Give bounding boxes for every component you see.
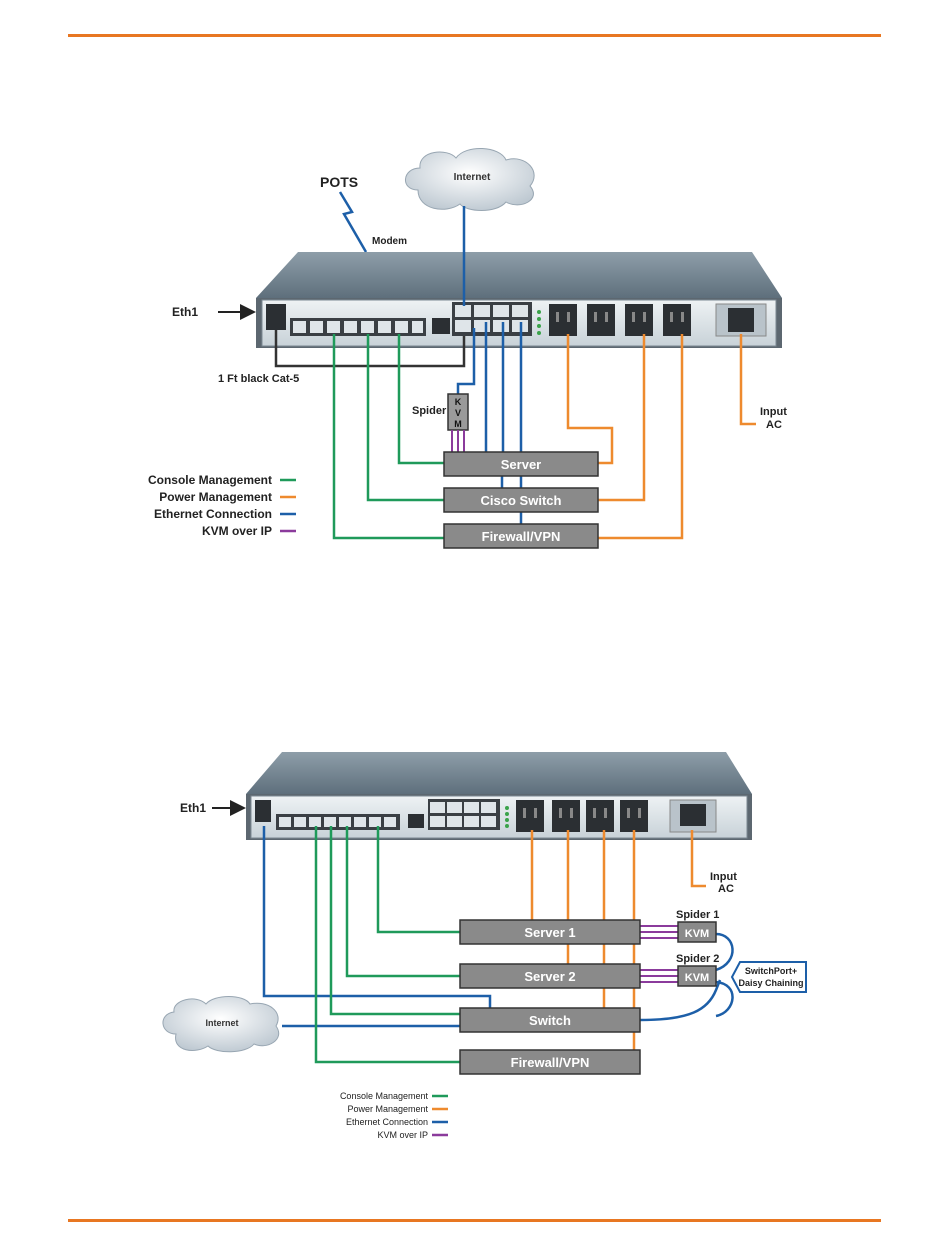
device-label-cisco-switch: Cisco Switch <box>481 493 562 508</box>
device-label-firewall-vpn-2: Firewall/VPN <box>511 1055 590 1070</box>
console-server-chassis-2 <box>246 752 752 840</box>
power-outlets <box>549 304 691 336</box>
device-server: Server <box>443 451 599 477</box>
console-line-firewall <box>314 826 460 1064</box>
legend-1-power: Power Management <box>159 490 272 504</box>
device-label-server: Server <box>501 457 541 472</box>
console-line-server <box>397 334 446 465</box>
pots-label: POTS <box>320 174 358 190</box>
spider-label: Spider <box>412 405 447 417</box>
input-ac-label-line1: Input <box>760 406 787 418</box>
eth1-label-2: Eth1 <box>180 801 206 815</box>
power-inlet-2 <box>680 804 706 826</box>
legend-1: Console Management Power Management Ethe… <box>148 473 296 538</box>
legend-2: Console Management Power Management Ethe… <box>340 1091 448 1140</box>
kvm1-label: KVM <box>685 928 709 940</box>
daisy-chain-callout: SwitchPort+ Daisy Chaining <box>730 961 807 993</box>
input-ac-2-line1: Input <box>710 871 737 883</box>
device-label-server-1: Server 1 <box>524 925 575 940</box>
legend-1-kvm: KVM over IP <box>202 524 272 538</box>
legend-2-ethernet: Ethernet Connection <box>346 1117 428 1127</box>
console-server-chassis-1 <box>256 252 782 348</box>
diagram-2: Eth1 Internet Input AC <box>162 752 807 1140</box>
power-line-server <box>566 334 614 465</box>
internet-cloud: Internet <box>405 147 535 211</box>
kvm-letter-v: V <box>455 408 461 418</box>
cat5-label: 1 Ft black Cat-5 <box>218 373 299 385</box>
internet-label-2: Internet <box>205 1018 238 1028</box>
kvm-letter-m: M <box>454 419 462 429</box>
legend-2-console: Console Management <box>340 1091 429 1101</box>
console-line-server1 <box>376 826 460 934</box>
eth1-label: Eth1 <box>172 305 198 319</box>
spider2-label: Spider 2 <box>676 953 719 965</box>
internet-label: Internet <box>454 172 491 183</box>
cat5-cable <box>274 330 466 368</box>
console-ports <box>290 318 426 336</box>
spider-kvm-box-1 <box>677 921 717 943</box>
ethernet-line-daisy-top <box>715 932 734 972</box>
console-line-server2 <box>345 826 460 978</box>
input-ac-label-line2: AC <box>766 419 782 431</box>
power-line-firewall <box>598 334 684 540</box>
kvm-letter-k: K <box>455 397 462 407</box>
device-label-server-2: Server 2 <box>524 969 575 984</box>
internet-cloud-2: Internet <box>162 996 279 1053</box>
spider1-label: Spider 1 <box>676 909 719 921</box>
input-ac-2-line2: AC <box>718 883 734 895</box>
device-label-firewall-vpn: Firewall/VPN <box>482 529 561 544</box>
console-line-firewall <box>332 334 446 540</box>
legend-1-console: Console Management <box>148 473 272 487</box>
power-line-input-ac-2 <box>690 830 706 888</box>
ethernet-line-daisy-bottom <box>639 979 722 1022</box>
device-server-2: Server 2 <box>459 963 641 989</box>
legend-1-ethernet: Ethernet Connection <box>154 507 272 521</box>
console-ports-2 <box>276 814 400 830</box>
device-switch: Switch <box>459 1007 641 1033</box>
device-label-switch: Switch <box>529 1013 571 1028</box>
kvm2-label: KVM <box>685 972 709 984</box>
eth1-port <box>266 304 286 330</box>
eth1-port-2 <box>255 800 271 822</box>
top-accent-rule <box>68 34 881 37</box>
device-server-1: Server 1 <box>459 919 641 945</box>
device-firewall-vpn-2: Firewall/VPN <box>459 1049 641 1075</box>
power-outlets-2 <box>516 800 648 832</box>
ethernet-switch-ports-2 <box>428 799 500 830</box>
pots-line <box>338 191 368 253</box>
daisy-label-line2: Daisy Chaining <box>738 978 803 988</box>
modem-label: Modem <box>372 236 407 247</box>
bottom-accent-rule <box>68 1219 881 1222</box>
power-line-switch <box>598 334 646 502</box>
device-firewall-vpn: Firewall/VPN <box>443 523 599 549</box>
device-cisco-switch: Cisco Switch <box>443 487 599 513</box>
console-line-switch <box>329 826 460 1016</box>
daisy-label-line1: SwitchPort+ <box>745 966 797 976</box>
spider-kvm-box-2 <box>677 965 717 987</box>
power-inlet <box>728 308 754 332</box>
diagram-1: Internet POTS Modem <box>148 147 787 549</box>
power-line-input-ac <box>739 334 756 426</box>
legend-2-kvm: KVM over IP <box>377 1130 428 1140</box>
legend-2-power: Power Management <box>347 1104 428 1114</box>
ethernet-line-eth1-switch <box>262 826 492 1008</box>
console-line-switch <box>366 334 446 502</box>
